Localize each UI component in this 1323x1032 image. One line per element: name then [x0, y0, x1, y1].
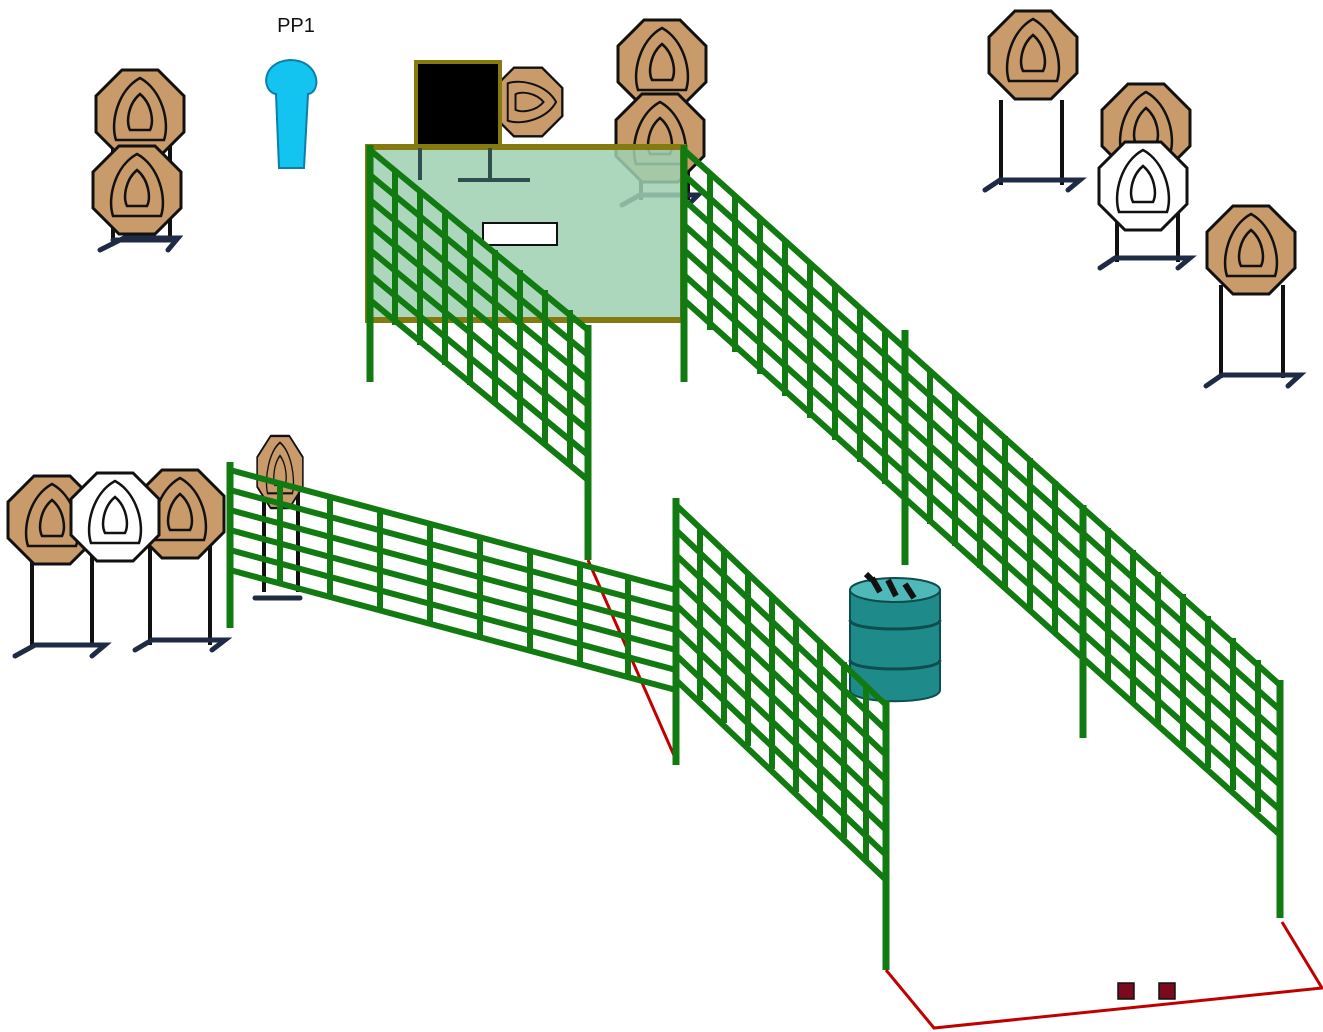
octagon-target-icon [987, 9, 1079, 101]
window-panel-icon [414, 60, 502, 150]
fence-lower-left [226, 462, 680, 765]
popper-label: PP1 [277, 15, 315, 37]
octagon-target-icon [492, 66, 564, 138]
table-icon [482, 222, 558, 246]
start-position-icon [1158, 982, 1176, 1000]
popper-icon [265, 58, 318, 169]
no-shoot-target-icon [1097, 140, 1189, 232]
fault-line-start-area [884, 921, 1323, 1030]
fence-box-left [366, 145, 592, 560]
target-stand-top-left [91, 68, 186, 253]
target-stand-right-double [1097, 82, 1197, 271]
target-stand-lower-left [6, 468, 233, 659]
barrel-icon [848, 571, 942, 703]
fence-long-right [680, 145, 1284, 918]
target-stand-far-right [1203, 204, 1307, 389]
octagon-target-icon [91, 144, 183, 236]
no-shoot-target-icon [69, 471, 161, 563]
start-position-icon [1117, 982, 1135, 1000]
octagon-target-icon [1205, 204, 1297, 296]
target-stand-top-right [982, 9, 1087, 193]
fence-lower-middle [672, 498, 890, 970]
